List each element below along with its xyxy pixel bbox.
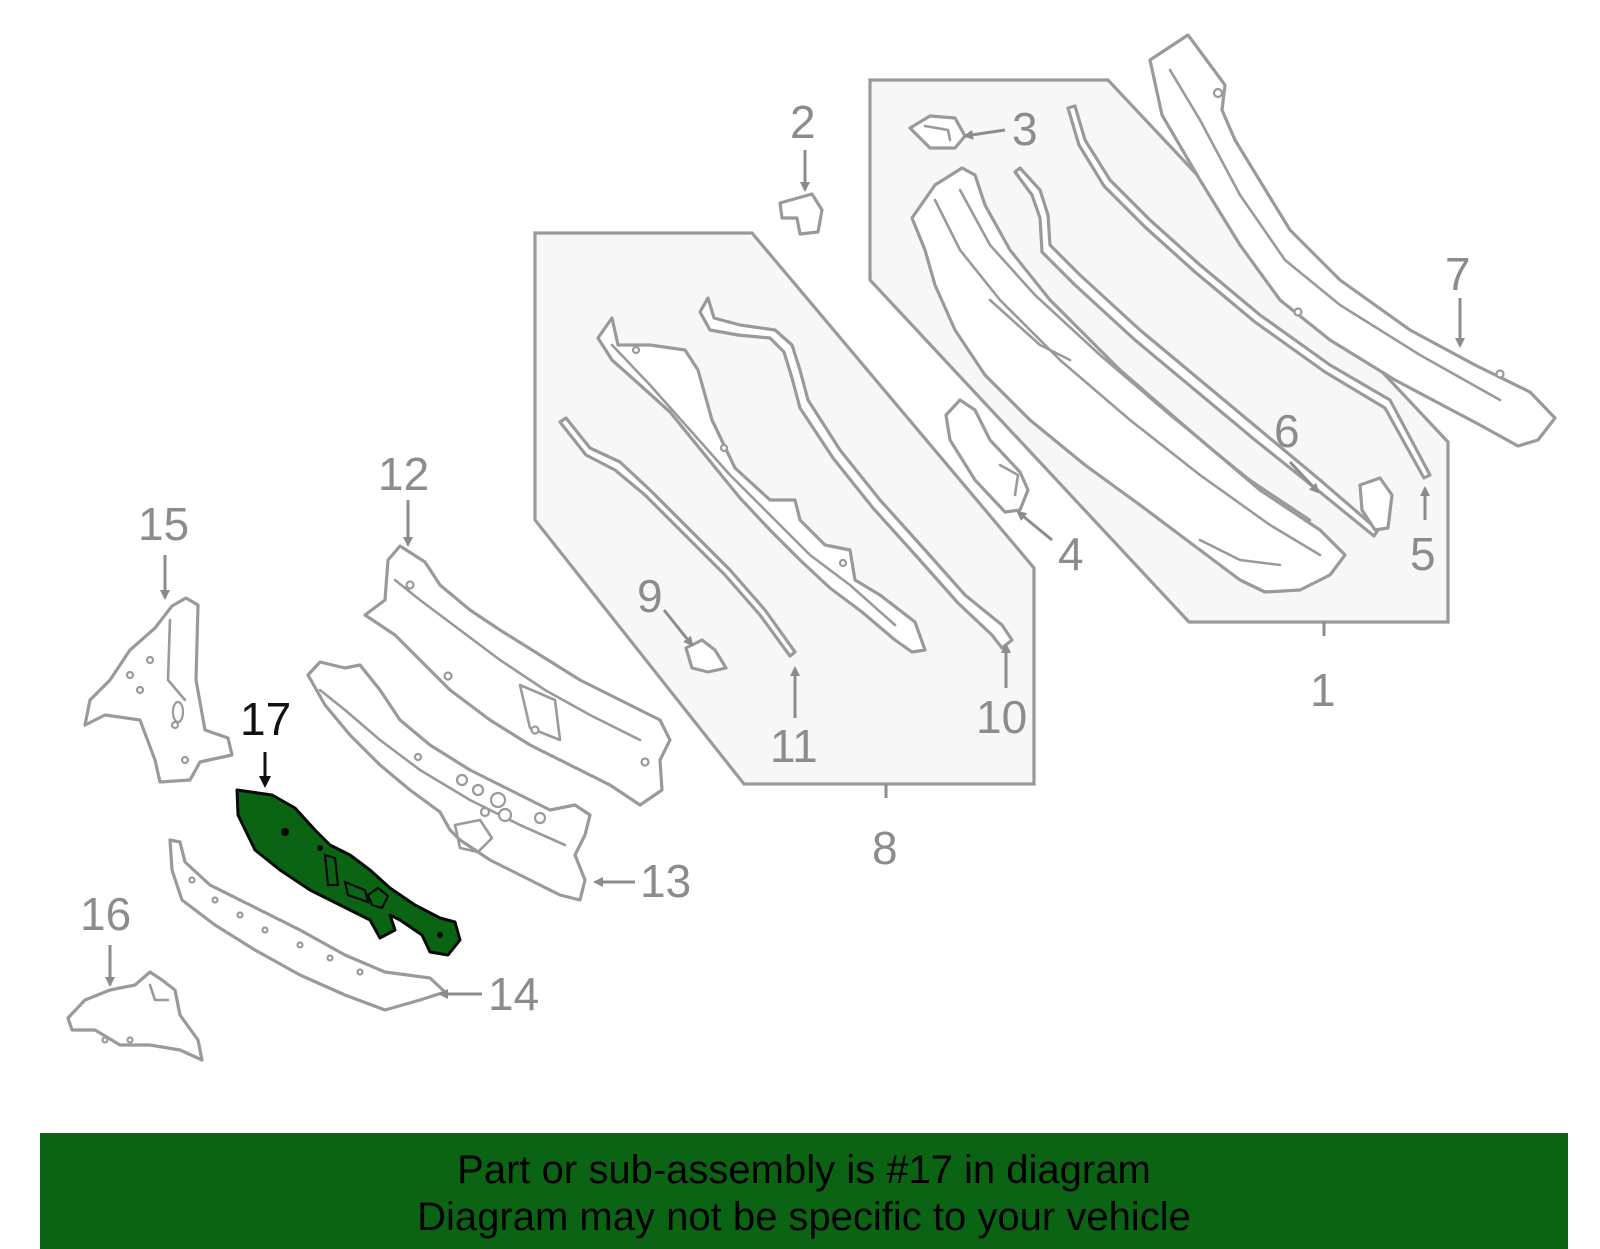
part-2-bracket <box>778 192 824 236</box>
part-1-cowl-panel <box>910 166 1347 594</box>
callout-3: 3 <box>1012 103 1038 155</box>
callout-1: 1 <box>1310 664 1336 716</box>
part-15-panel <box>83 596 234 784</box>
part-5-tab <box>1358 476 1394 532</box>
callout-11: 11 <box>770 720 818 772</box>
part-5-strip <box>1066 104 1432 480</box>
part-8-member <box>596 316 927 654</box>
callout-7: 7 <box>1445 248 1471 300</box>
callout-12: 12 <box>378 448 429 500</box>
callout-2: 2 <box>790 96 816 148</box>
callout-4: 4 <box>1058 528 1084 580</box>
callout-9: 9 <box>637 570 663 622</box>
part-9-clip <box>684 638 728 674</box>
callout-15: 15 <box>138 498 189 550</box>
part-13-panel <box>306 660 592 902</box>
callout-6: 6 <box>1274 405 1300 457</box>
part-12-panel <box>363 544 672 807</box>
callout-10: 10 <box>976 691 1027 743</box>
part-4-bracket <box>944 398 1030 514</box>
part-10-strip <box>698 296 1014 650</box>
part-7-rail <box>1148 33 1557 448</box>
part-11-strip <box>558 416 797 658</box>
callout-5: 5 <box>1410 528 1436 580</box>
leader-lines <box>105 128 1465 999</box>
callout-13: 13 <box>640 855 691 907</box>
callout-17: 17 <box>240 693 291 745</box>
part-16-bracket <box>66 970 204 1062</box>
part-17-highlighted[interactable] <box>235 788 462 957</box>
callout-16: 16 <box>80 888 131 940</box>
info-banner: Part or sub-assembly is #17 in diagram D… <box>40 1133 1568 1249</box>
banner-line-2: Diagram may not be specific to your vehi… <box>417 1195 1191 1239</box>
banner-line-1: Part or sub-assembly is #17 in diagram <box>457 1148 1151 1192</box>
callout-14: 14 <box>488 968 539 1020</box>
callout-8: 8 <box>872 822 898 874</box>
